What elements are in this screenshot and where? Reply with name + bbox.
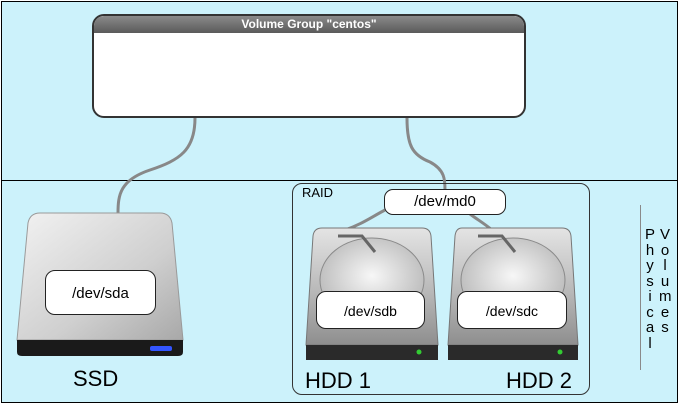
raid-label: RAID — [302, 185, 334, 200]
letter: s — [646, 272, 654, 290]
letter: y — [646, 257, 654, 274]
hdd2-caption: HDD 2 — [506, 368, 573, 393]
physical-volumes-divider — [640, 205, 641, 370]
volumes-word-vertical: V o l u m e s — [659, 226, 672, 336]
letter: l — [648, 334, 652, 352]
sdc-device-label: /dev/sdc — [457, 291, 567, 329]
letter: i — [648, 288, 652, 305]
letter: c — [646, 303, 654, 321]
cable-sda — [116, 117, 197, 214]
letter: e — [660, 303, 670, 321]
ssd-caption: SSD — [73, 366, 119, 391]
letter: h — [645, 241, 655, 259]
hdd1-caption: HDD 1 — [305, 368, 372, 393]
letter: s — [661, 319, 669, 336]
letter: u — [660, 272, 670, 290]
md0-device-label: /dev/md0 — [384, 189, 506, 215]
letter: P — [644, 226, 655, 243]
raid-container — [292, 183, 590, 395]
cable-md0 — [405, 117, 447, 191]
sda-device-label: /dev/sda — [45, 270, 156, 315]
letter: l — [663, 257, 667, 274]
letter: V — [659, 226, 670, 243]
letter: o — [660, 241, 670, 259]
letter: m — [659, 288, 672, 305]
volume-group-box: Volume Group "centos" — [92, 14, 526, 118]
volume-group-title: Volume Group "centos" — [94, 16, 524, 33]
letter: a — [645, 319, 655, 336]
sdb-device-label: /dev/sdb — [316, 291, 425, 329]
physical-word-vertical: P h y s i c a l — [644, 227, 656, 351]
